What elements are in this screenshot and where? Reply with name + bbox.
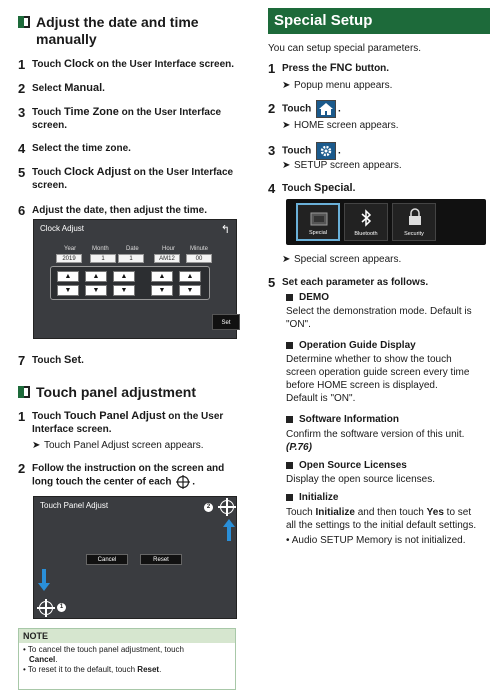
initialize-text: Touch Initialize and then touch Yes to s… xyxy=(286,507,477,546)
note-line-2: • To reset it to the default, touch Rese… xyxy=(23,665,162,674)
clock-label: Month xyxy=(92,246,109,252)
crosshair-icon[interactable] xyxy=(37,599,55,617)
step-7: 7 Touch Set. xyxy=(18,353,84,368)
arrow-up-icon xyxy=(223,519,235,541)
tab-special[interactable]: Special xyxy=(296,203,340,241)
clock-value[interactable]: 2019 xyxy=(56,254,82,263)
clock-value[interactable]: 1 xyxy=(90,254,116,263)
page-title: Special Setup xyxy=(268,8,490,34)
special-step-3-result: ➤SETUP screen appears. xyxy=(282,160,402,171)
special-step-2: 2 Touch . xyxy=(268,100,341,118)
special-step-1: 1 Press the FNC button. xyxy=(268,61,390,76)
demo-heading: DEMO xyxy=(286,292,329,303)
badge-1: 1 xyxy=(57,603,66,612)
arrow-down-button[interactable]: ▼ xyxy=(179,285,201,296)
special-step-3: 3 Touch . xyxy=(268,142,341,160)
special-step-4-result: ➤Special screen appears. xyxy=(282,254,402,265)
initialize-heading: Initialize xyxy=(286,492,338,503)
arrow-down-button[interactable]: ▼ xyxy=(113,285,135,296)
special-step-1-result: ➤Popup menu appears. xyxy=(282,80,393,91)
crosshair-icon xyxy=(176,475,191,489)
tp-screen-title: Touch Panel Adjust xyxy=(40,501,109,510)
intro-text: You can setup special parameters. xyxy=(268,43,422,54)
software-info-text: Confirm the software version of this uni… xyxy=(286,429,465,453)
arrow-up-button[interactable]: ▲ xyxy=(151,271,173,282)
clock-screen-title: Clock Adjust xyxy=(40,224,85,233)
section-title-date-time: Adjust the date and time manually xyxy=(18,14,228,48)
tp-step-2: 2 Follow the instruction on the screen a… xyxy=(18,461,225,489)
clock-label: Minute xyxy=(190,246,209,252)
note-box: NOTE • To cancel the touch panel adjustm… xyxy=(18,628,236,690)
demo-text: Select the demonstration mode. Default i… xyxy=(286,306,472,330)
arrow-up-button[interactable]: ▲ xyxy=(57,271,79,282)
clock-value[interactable]: 00 xyxy=(186,254,212,263)
clock-label: Date xyxy=(126,246,139,252)
tp-step-1: 1 Touch Touch Panel Adjust on the User I… xyxy=(18,409,224,436)
cancel-button[interactable]: Cancel xyxy=(86,554,128,565)
arrow-up-button[interactable]: ▲ xyxy=(85,271,107,282)
arrow-down-button[interactable]: ▼ xyxy=(151,285,173,296)
special-step-2-result: ➤HOME screen appears. xyxy=(282,120,399,131)
osl-heading: Open Source Licenses xyxy=(286,460,407,471)
clock-arrow-panel: ▲ ▼ ▲ ▼ ▲ ▼ ▲ ▼ ▲ ▼ xyxy=(50,266,210,300)
arrow-down-button[interactable]: ▼ xyxy=(57,285,79,296)
arrow-up-button[interactable]: ▲ xyxy=(113,271,135,282)
ogd-heading: Operation Guide Display xyxy=(286,340,416,351)
back-icon[interactable]: ↰ xyxy=(220,224,230,236)
section-square-icon xyxy=(18,386,30,398)
clock-value[interactable]: 1 xyxy=(118,254,144,263)
lock-icon xyxy=(409,208,421,225)
arrow-down-icon xyxy=(38,569,50,591)
crosshair-icon[interactable] xyxy=(218,498,236,516)
special-step-5: 5 Set each parameter as follows. xyxy=(268,275,429,290)
gear-icon xyxy=(316,142,337,160)
setup-tab-strip: Special Bluetooth Security xyxy=(286,199,486,245)
touch-panel-screen: Touch Panel Adjust 2 Cancel Reset 1 xyxy=(33,496,237,619)
osl-text: Display the open source licenses. xyxy=(286,474,435,485)
tp-step-1-result: ➤Touch Panel Adjust screen appears. xyxy=(32,440,204,451)
arrow-up-button[interactable]: ▲ xyxy=(179,271,201,282)
home-icon xyxy=(316,100,337,118)
special-icon xyxy=(310,212,328,226)
special-step-4: 4 Touch Special. xyxy=(268,181,356,196)
clock-label: Hour xyxy=(162,246,176,252)
arrow-down-button[interactable]: ▼ xyxy=(85,285,107,296)
result-arrow-icon: ➤ xyxy=(32,440,41,451)
note-heading: NOTE xyxy=(19,629,235,643)
tab-bluetooth[interactable]: Bluetooth xyxy=(344,203,388,241)
section-title-touch-panel: Touch panel adjustment xyxy=(18,384,228,401)
software-info-heading: Software Information xyxy=(286,414,399,425)
reset-button[interactable]: Reset xyxy=(140,554,182,565)
set-button[interactable]: Set xyxy=(212,314,240,330)
tab-security[interactable]: Security xyxy=(392,203,436,241)
note-line-1: • To cancel the touch panel adjustment, … xyxy=(23,645,184,654)
badge-2: 2 xyxy=(204,503,213,512)
clock-value[interactable]: AM12 xyxy=(154,254,180,263)
section-square-icon xyxy=(18,16,30,28)
clock-label: Year xyxy=(64,246,77,252)
bluetooth-icon xyxy=(361,209,372,227)
